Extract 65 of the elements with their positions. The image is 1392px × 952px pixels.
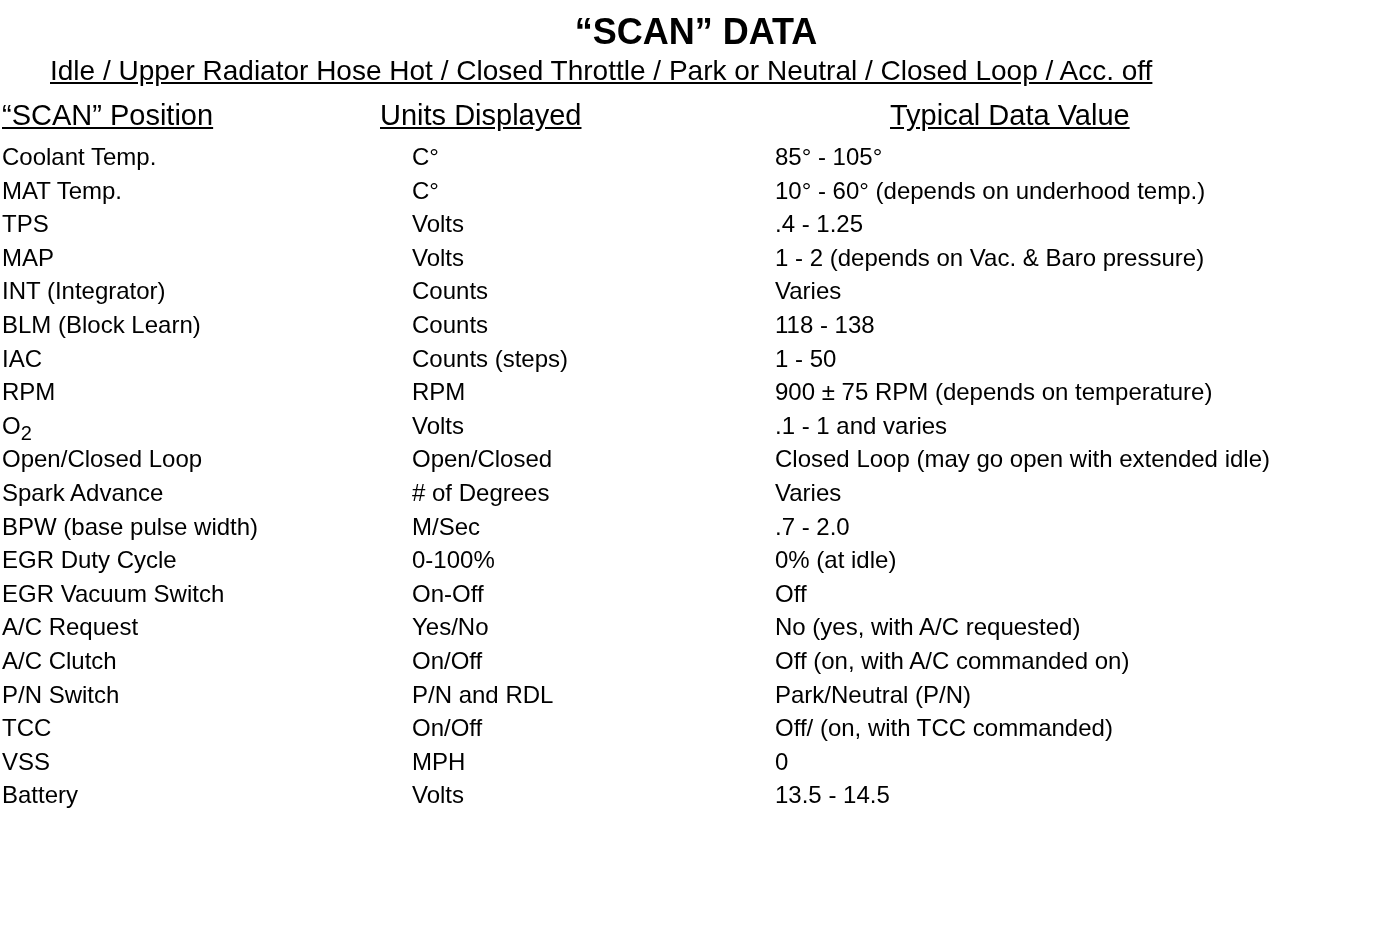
unit-text: Counts <box>412 278 489 305</box>
typical-value: Off <box>775 580 807 608</box>
parameter-name: MAT Temp. <box>2 177 123 204</box>
unit-text: C° <box>412 144 439 171</box>
parameter-name: TPS <box>2 211 49 238</box>
unit-text: Volts <box>412 782 465 809</box>
parameter-name: A/C Clutch <box>2 648 117 675</box>
typical-value: Varies <box>775 480 842 507</box>
typical-value: 900 ± 75 RPM (depends on temperature) <box>775 379 1213 406</box>
unit-text: On/Off <box>412 648 483 675</box>
parameter-name: A/C Request <box>2 614 139 641</box>
parameter-name: TCC <box>2 715 52 742</box>
unit-text: # of Degrees <box>412 480 550 507</box>
unit-text: Yes/No <box>412 614 489 641</box>
title: “SCAN” DATA <box>573 12 819 52</box>
unit-text: MPH <box>412 748 466 776</box>
typical-value: Off/ (on, with TCC commanded) <box>775 715 1113 742</box>
unit-text: Counts (steps) <box>412 345 569 372</box>
unit-text: RPM <box>412 379 466 406</box>
unit-text: Volts <box>412 244 465 272</box>
parameter-name: P/N Switch <box>2 681 120 708</box>
typical-value: Varies <box>775 278 842 305</box>
parameter-name: VSS <box>2 748 51 776</box>
typical-value: 1 - 50 <box>775 345 837 372</box>
parameter-name: BPW (base pulse width) <box>2 513 259 540</box>
parameter-name: EGR Duty Cycle <box>2 547 177 574</box>
typical-value: .4 - 1.25 <box>775 211 864 238</box>
unit-text: 0-100% <box>412 547 495 574</box>
unit-text: On-Off <box>412 580 484 608</box>
parameter-name: Spark Advance <box>2 480 164 507</box>
parameter-name: MAP <box>2 244 54 272</box>
parameter-name: RPM <box>2 379 56 406</box>
parameter-name: BLM (Block Learn) <box>2 312 201 339</box>
parameter-name: Open/Closed Loop <box>2 446 203 473</box>
column-header: Units Displayed <box>380 100 582 132</box>
unit-text: M/Sec <box>412 513 480 540</box>
typical-value: 13.5 - 14.5 <box>775 782 890 809</box>
parameter-name: O$_{2}$ <box>2 412 32 444</box>
parameter-name: INT (Integrator) <box>2 278 166 305</box>
typical-value: 85° - 105° <box>775 144 883 171</box>
unit-text: Volts <box>412 412 465 440</box>
parameter-name: Battery <box>2 782 79 809</box>
unit-text: On/Off <box>412 715 483 742</box>
column-header: Typical Data Value <box>890 100 1130 132</box>
subtitle: Idle / Upper Radiator Hose Hot / Closed Throttle / Park or Neutral / Closed Loop / Acc. off <box>50 56 1153 87</box>
parameter-name: Coolant Temp. <box>2 144 157 171</box>
typical-value: 118 - 138 <box>775 312 875 339</box>
typical-value: .1 - 1 and varies <box>775 412 948 440</box>
typical-value: 10° - 60° (depends on underhood temp.) <box>775 177 1206 204</box>
column-header: “SCAN” Position <box>2 100 214 132</box>
typical-value: Closed Loop (may go open with extended idle) <box>775 446 1270 473</box>
unit-text: Open/Closed <box>412 446 553 473</box>
typical-value: 1 - 2 (depends on Vac. & Baro pressure) <box>775 244 1205 272</box>
typical-value: .7 - 2.0 <box>775 513 850 540</box>
typical-value: Off (on, with A/C commanded on) <box>775 648 1130 675</box>
unit-text: Volts <box>412 211 465 238</box>
unit-text: C° <box>412 177 439 204</box>
typical-value: 0 <box>775 748 789 776</box>
typical-value: No (yes, with A/C requested) <box>775 614 1081 641</box>
unit-text: Counts <box>412 312 489 339</box>
typical-value: Park/Neutral (P/N) <box>775 681 972 708</box>
unit-text: P/N and RDL <box>412 681 554 708</box>
parameter-name: IAC <box>2 345 42 372</box>
typical-value: 0% (at idle) <box>775 547 897 574</box>
parameter-name: EGR Vacuum Switch <box>2 580 225 608</box>
